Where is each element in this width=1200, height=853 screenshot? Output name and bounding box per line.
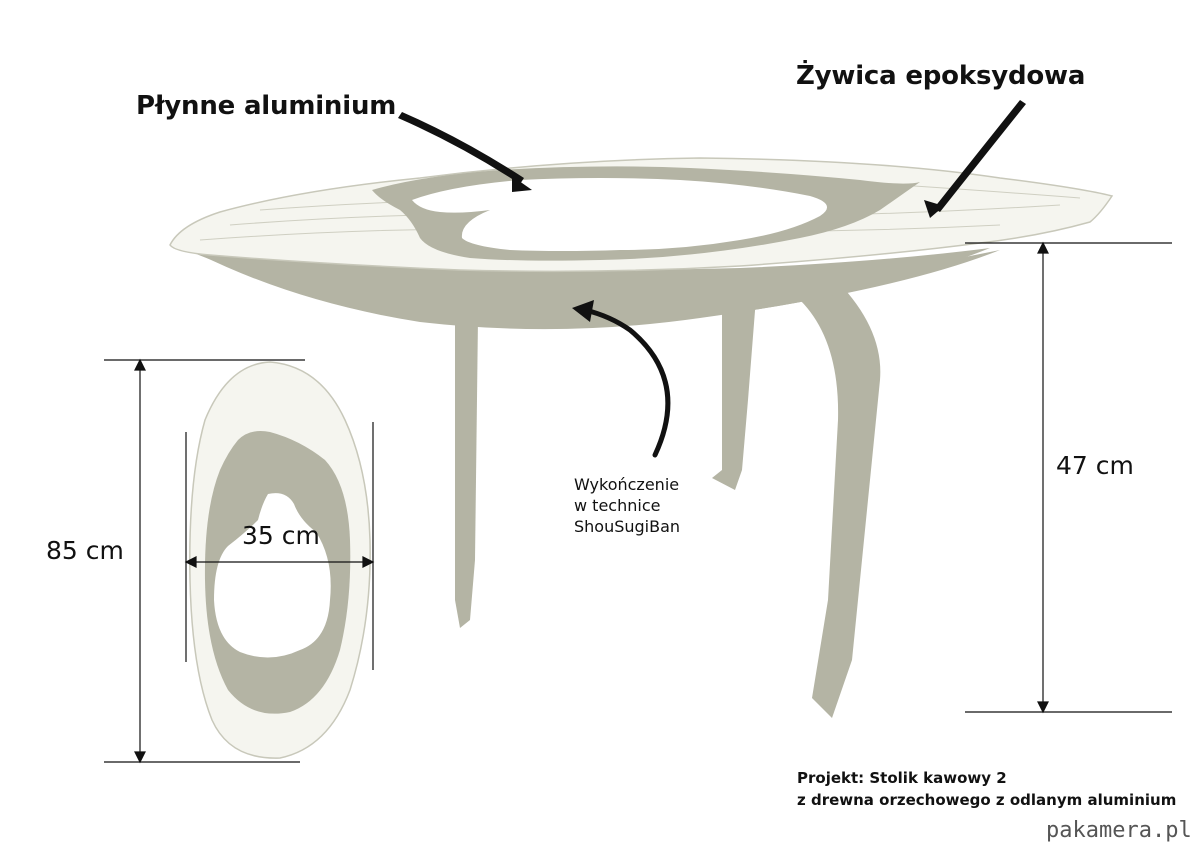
width-label: 35 cm: [242, 521, 320, 550]
aluminium-arrow: [398, 112, 524, 184]
project-line-2: z drewna orzechowego z odlanym aluminium: [797, 791, 1177, 809]
table-leg-middle: [712, 298, 756, 490]
brand-watermark: pakamera.pl: [1046, 818, 1192, 843]
project-caption: Projekt: Stolik kawowy 2 z drewna orzech…: [797, 767, 1176, 811]
project-line-1: Projekt: Stolik kawowy 2: [797, 769, 1007, 787]
aluminium-pool: [412, 178, 828, 251]
pointer-arrows: [398, 100, 1026, 458]
length-label: 85 cm: [46, 536, 124, 565]
table-leg-right: [800, 282, 881, 718]
height-label: 47 cm: [1056, 451, 1134, 480]
aluminium-label: Płynne aluminium: [136, 91, 397, 121]
epoxy-arrow: [934, 100, 1026, 212]
dimension-lines: [104, 241, 1172, 764]
finish-label-line-3: ShouSugiBan: [574, 517, 681, 536]
epoxy-label: Żywica epoksydowa: [796, 61, 1086, 91]
finish-label-line-1: Wykończenie: [574, 475, 680, 494]
table-leg-left: [455, 318, 478, 628]
finish-arrow: [582, 307, 671, 458]
slab-aluminium: [214, 493, 331, 658]
finish-label: Wykończenie w technice ShouSugiBan: [574, 474, 680, 537]
finish-label-line-2: w technice: [574, 496, 661, 515]
